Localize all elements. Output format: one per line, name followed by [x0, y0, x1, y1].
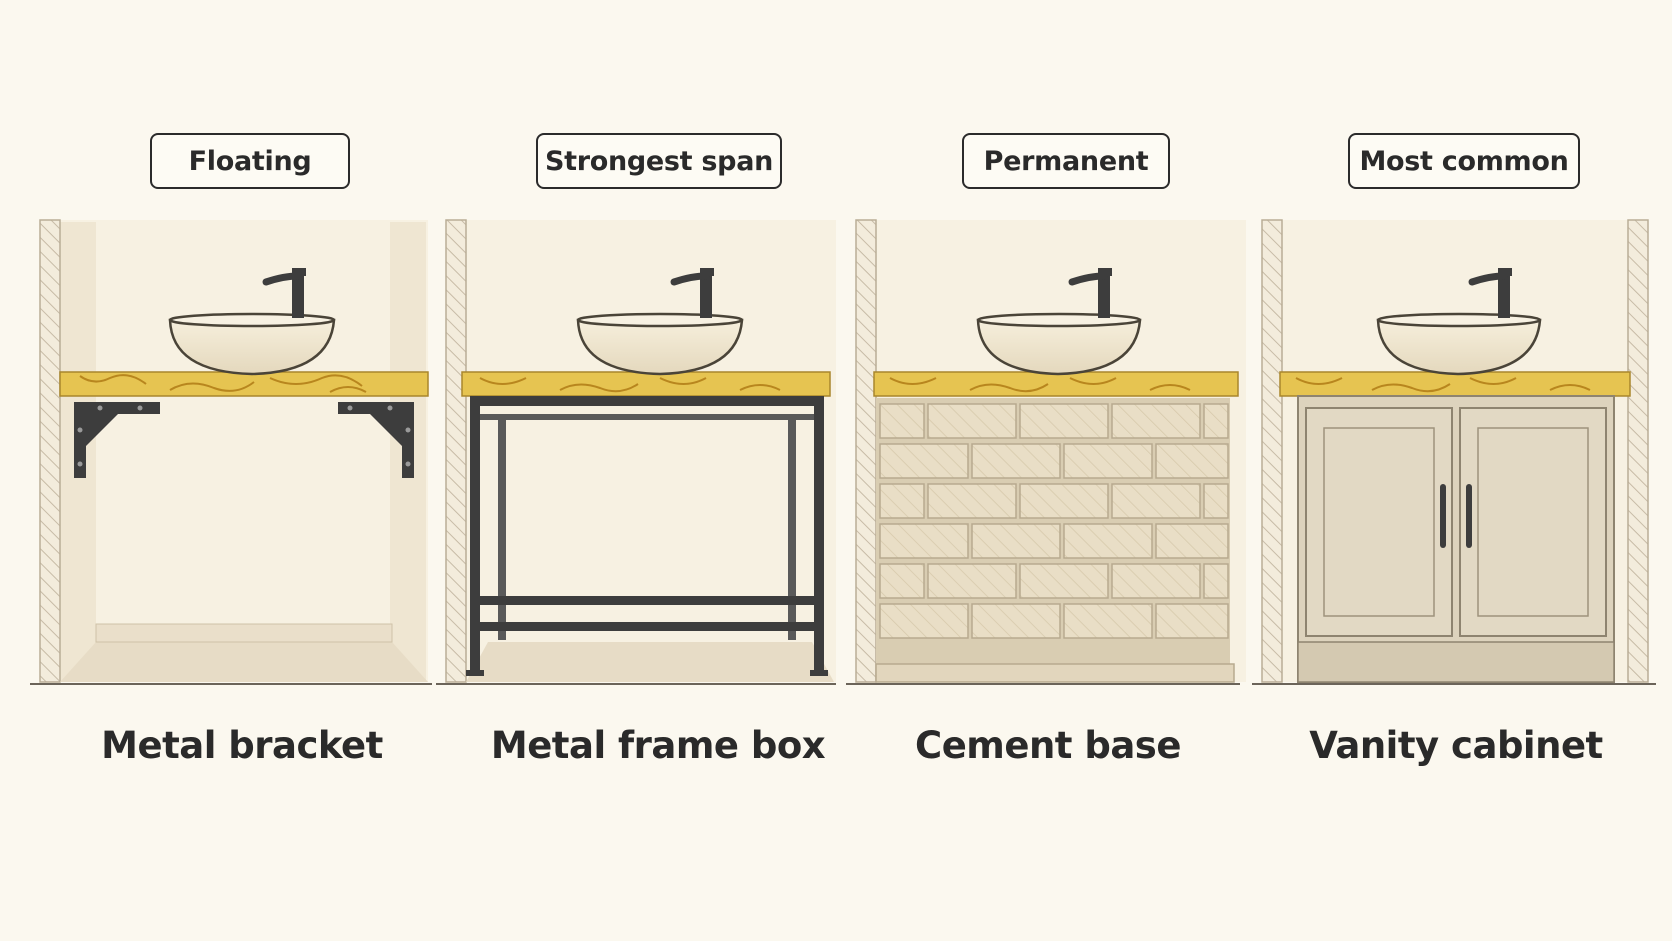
caption-cement-base: Cement base: [915, 724, 1181, 767]
faucet: [262, 268, 306, 318]
brick: [1155, 443, 1229, 479]
brick-base: [875, 398, 1235, 683]
brick: [1155, 523, 1229, 559]
left-wall: [1261, 219, 1283, 683]
baseboard: [95, 623, 393, 643]
brick: [879, 523, 969, 559]
brick: [879, 443, 969, 479]
badge-permanent: Permanent: [962, 133, 1170, 189]
door-handle-left[interactable]: [1440, 484, 1446, 548]
back-wall: [466, 220, 836, 682]
caption-vanity-cabinet: Vanity cabinet: [1309, 724, 1603, 767]
caption-metal-frame-box: Metal frame box: [490, 724, 826, 767]
caption-metal-bracket: Metal bracket: [101, 724, 383, 767]
faucet: [1468, 268, 1512, 318]
brick: [1063, 523, 1153, 559]
brick: [927, 483, 1017, 519]
floor: [60, 642, 428, 682]
countertop-veins: [479, 377, 781, 393]
wall-bracket-right: [338, 402, 414, 478]
wall-bracket-left: [74, 402, 160, 478]
brick: [879, 403, 925, 439]
vanity-cabinet: [1297, 395, 1615, 683]
panel-metal-frame: [436, 219, 836, 685]
metal-frame: [466, 396, 828, 676]
vessel-sink: [576, 312, 744, 376]
left-wall: [855, 219, 877, 683]
brick: [971, 443, 1061, 479]
countertop: [1279, 371, 1631, 397]
brick: [879, 603, 969, 639]
panel-cement-base: [846, 219, 1246, 685]
brick: [1203, 483, 1229, 519]
badge-most-common: Most common: [1348, 133, 1580, 189]
brick: [1019, 563, 1109, 599]
brick: [927, 403, 1017, 439]
panel-metal-bracket: [30, 219, 432, 685]
brick: [927, 563, 1017, 599]
faucet: [1068, 268, 1112, 318]
brick: [1111, 483, 1201, 519]
brick: [1203, 563, 1229, 599]
countertop-veins: [79, 374, 367, 393]
cabinet-door-right[interactable]: [1459, 407, 1607, 637]
brick: [971, 603, 1061, 639]
brick: [971, 523, 1061, 559]
panel-vanity-cabinet: [1252, 219, 1656, 685]
brick: [1063, 603, 1153, 639]
countertop-veins: [1295, 377, 1591, 393]
back-wall: [58, 220, 428, 682]
countertop: [873, 371, 1239, 397]
countertop-veins: [889, 377, 1191, 393]
floor: [466, 642, 834, 682]
brick: [879, 563, 925, 599]
brick: [1019, 403, 1109, 439]
badge-strongest-span: Strongest span: [536, 133, 782, 189]
door-handle-right[interactable]: [1466, 484, 1472, 548]
cabinet-door-left[interactable]: [1305, 407, 1453, 637]
countertop: [461, 371, 831, 397]
brick: [1111, 563, 1201, 599]
left-wall: [39, 219, 61, 683]
faucet: [670, 268, 714, 318]
brick: [1203, 403, 1229, 439]
brick: [1019, 483, 1109, 519]
brick: [1063, 443, 1153, 479]
badge-floating: Floating: [150, 133, 350, 189]
right-wall: [1627, 219, 1649, 683]
brick: [879, 483, 925, 519]
brick: [1155, 603, 1229, 639]
brick: [1111, 403, 1201, 439]
left-wall: [445, 219, 467, 683]
